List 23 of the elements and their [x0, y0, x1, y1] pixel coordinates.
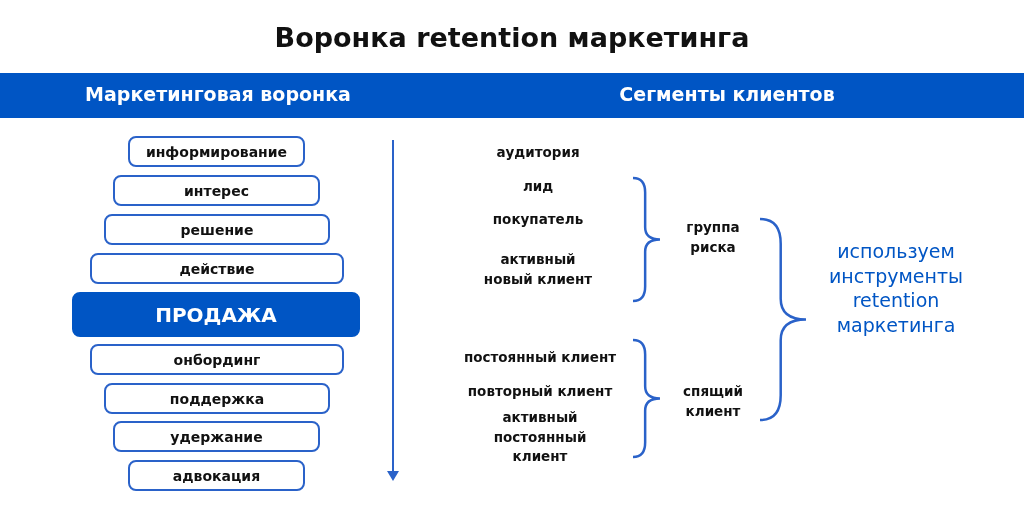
column-heading: Сегменты клиентов	[619, 83, 835, 105]
funnel-stage: действие	[90, 253, 344, 284]
segment-label: активный новый клиент	[483, 250, 593, 289]
segment-label: активный постоянный клиент	[492, 407, 588, 466]
funnel-stage: решение	[104, 214, 330, 245]
diagram-title: Воронка retention маркетинга	[273, 22, 751, 53]
header-band	[0, 73, 1024, 118]
segment-label: покупатель	[491, 210, 585, 230]
segment-label: повторный клиент	[466, 382, 614, 402]
funnel-stage: онбординг	[90, 344, 344, 375]
funnel-stage: адвокация	[128, 460, 305, 491]
conclusion-text: используем инструменты retention маркетинга	[827, 238, 965, 338]
group-label: группа риска	[685, 218, 741, 257]
segment-label: аудитория	[495, 143, 581, 163]
highlighted-funnel-stage: ПРОДАЖА	[72, 292, 360, 337]
segment-label: лид	[521, 177, 555, 197]
group-label: спящий клиент	[682, 382, 744, 421]
column-heading: Маркетинговая воронка	[85, 83, 351, 105]
funnel-stage: удержание	[113, 421, 320, 452]
segment-label: постоянный клиент	[462, 348, 618, 368]
funnel-stage: интерес	[113, 175, 320, 206]
funnel-stage: поддержка	[104, 383, 330, 414]
funnel-stage: информирование	[128, 136, 305, 167]
